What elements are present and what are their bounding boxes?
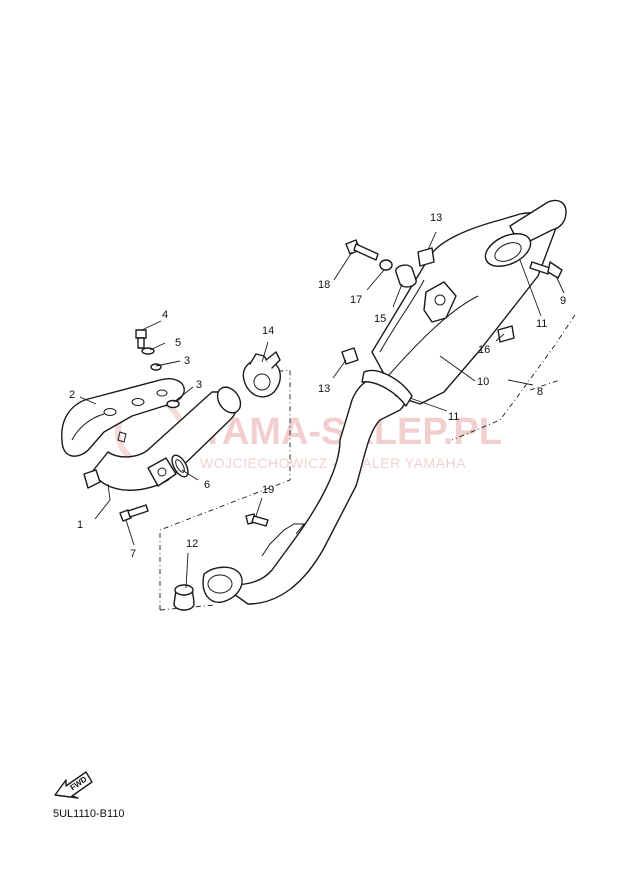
callout-1: 1 [77,519,83,531]
callout-5: 5 [175,337,181,349]
callout-11a: 11 [536,318,547,330]
callout-9: 9 [560,295,566,307]
callout-18: 18 [318,279,330,291]
exhaust-pipe-front [83,386,242,491]
callout-13b: 13 [318,383,330,395]
diagram-code: 5UL1110-B110 [53,808,125,820]
callout-19: 19 [262,484,274,496]
gasket-ring [173,584,195,611]
muffler-assembly [202,199,567,605]
bolt-7 [119,504,149,522]
callout-14: 14 [262,325,274,337]
callout-17: 17 [350,294,362,306]
callout-12: 12 [186,538,198,550]
callout-3b: 3 [196,379,202,391]
callout-16: 16 [478,344,490,356]
callout-8: 8 [537,386,543,398]
callout-7: 7 [130,548,136,560]
callout-13a: 13 [430,212,442,224]
watermark-subtitle: WOJCIECHOWICZ - DEALER YAMAHA [200,455,466,471]
callout-6: 6 [204,479,210,491]
callout-4: 4 [162,309,168,321]
callout-11b: 11 [448,411,459,423]
clamp [242,351,281,398]
fwd-arrow-icon: FWD [54,771,93,799]
callout-3a: 3 [184,355,190,367]
callout-2: 2 [69,389,75,401]
heat-protector [61,378,185,457]
callout-15: 15 [374,313,386,325]
leader-lines [79,231,565,589]
callout-10: 10 [477,376,489,388]
callout-labels: 1 2 3 3 4 5 6 7 8 9 10 11 11 12 13 13 14… [69,212,566,560]
